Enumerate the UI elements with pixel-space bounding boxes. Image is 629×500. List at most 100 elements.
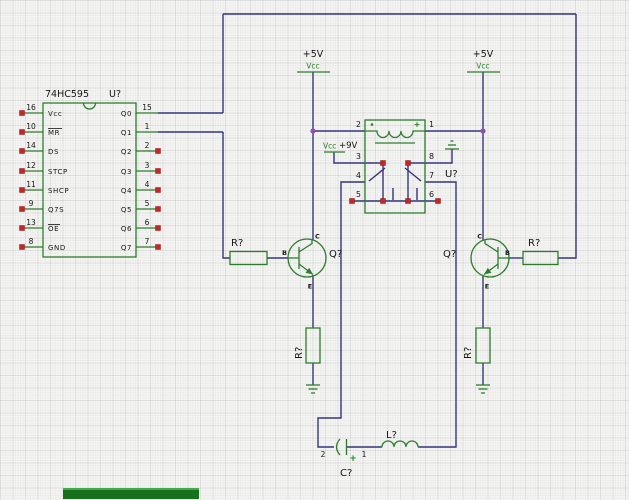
relay-left-pin-numbers: 2 3 4 5	[356, 120, 361, 199]
pin-c-label: C	[315, 233, 320, 241]
pin-e-label: E	[485, 283, 489, 291]
svg-text:Q1: Q1	[121, 129, 132, 137]
svg-text:GND: GND	[48, 244, 66, 252]
pin-b-label: B	[282, 249, 287, 257]
ic-right-pin-stubs	[136, 112, 158, 248]
ic-left-pin-names: Vcc MR DS STCP SHCP Q7S OE GND	[48, 110, 69, 252]
power-flag-9v-relay[interactable]: Vcc +9V	[323, 141, 358, 153]
resistor-emitter-left[interactable]: R?	[294, 327, 321, 364]
svg-text:1: 1	[429, 120, 434, 129]
svg-text:13: 13	[26, 218, 36, 227]
wires[interactable]	[158, 13, 577, 448]
ic-right-pin-numbers: 15 1 2 3 4 5 6 7	[142, 103, 152, 246]
svg-text:Q2: Q2	[121, 148, 132, 156]
svg-text:Q7: Q7	[121, 244, 132, 252]
resistor-emitter-right[interactable]: R?	[463, 327, 491, 364]
svg-text:4: 4	[145, 180, 150, 189]
inductor[interactable]: L?	[381, 430, 419, 448]
junction-dot	[480, 128, 486, 134]
svg-text:DS: DS	[48, 148, 59, 156]
svg-text:3: 3	[356, 152, 361, 161]
resistor-body[interactable]	[475, 327, 491, 364]
ic-left-pin-numbers: 16 10 14 12 11 9 13 8	[26, 103, 36, 246]
wire-relay-arm-right[interactable]	[404, 167, 422, 182]
ground-symbol-relay[interactable]	[445, 140, 459, 150]
net-label: Vcc	[306, 62, 319, 71]
voltage-label: +5V	[473, 49, 494, 60]
svg-text:Q7S: Q7S	[48, 206, 64, 214]
svg-text:16: 16	[26, 103, 36, 112]
svg-text:Q0: Q0	[121, 110, 132, 118]
cap-refdes[interactable]: C?	[340, 468, 352, 479]
relay-right-pin-numbers: 1 8 7 6	[429, 120, 434, 199]
wire-q1-drop[interactable]	[222, 132, 230, 259]
shift-register-ic[interactable]: 74HC595 U? 16 10 14 12 11 9 13 8 Vcc MR …	[24, 89, 158, 258]
svg-text:Q6: Q6	[121, 225, 132, 233]
resistor-refdes[interactable]: R?	[528, 238, 540, 249]
ic-right-pin-names: Q0 Q1 Q2 Q3 Q4 Q5 Q6 Q7	[121, 110, 132, 252]
svg-text:8: 8	[29, 237, 34, 246]
transistor-refdes[interactable]: Q?	[329, 249, 342, 260]
power-flag-5v-left[interactable]: +5V Vcc	[297, 49, 330, 73]
wire-relay-pin3[interactable]	[333, 152, 383, 164]
resistor-base-right[interactable]: R?	[522, 238, 559, 266]
relay-coil	[365, 130, 425, 139]
relay-body[interactable]	[364, 119, 426, 214]
svg-text:10: 10	[26, 122, 36, 131]
relay[interactable]: + U? 2 3 4 5 1 8 7 6	[356, 119, 458, 214]
inductor-refdes[interactable]: L?	[386, 430, 397, 441]
transistor-left[interactable]: B C E Q?	[282, 233, 342, 291]
svg-text:7: 7	[145, 237, 150, 246]
svg-text:2: 2	[356, 120, 361, 129]
resistor-base-left[interactable]: R?	[229, 238, 268, 266]
net-label: Vcc	[323, 142, 336, 151]
wire-relay-pin4-to-cap[interactable]	[317, 181, 365, 448]
relay-refdes[interactable]: U?	[445, 169, 458, 180]
coil-plus-mark: +	[414, 120, 421, 129]
svg-text:Q3: Q3	[121, 168, 132, 176]
svg-text:8: 8	[429, 152, 434, 161]
pin-e-label: E	[308, 283, 312, 291]
power-flag-5v-right[interactable]: +5V Vcc	[467, 49, 500, 73]
svg-text:OE: OE	[48, 225, 59, 233]
window-fragment-bar[interactable]	[63, 488, 199, 499]
resistor-body[interactable]	[522, 250, 559, 266]
cap-plate-curved	[335, 438, 341, 456]
resistor-body[interactable]	[305, 327, 321, 364]
svg-text:Vcc: Vcc	[48, 110, 62, 118]
svg-text:SHCP: SHCP	[48, 187, 69, 195]
inductor-coils[interactable]	[381, 440, 419, 448]
ic-title: 74HC595	[45, 89, 89, 100]
ground-symbol-right[interactable]	[476, 384, 490, 394]
junction-dot	[310, 128, 316, 134]
pin-b-label: B	[505, 249, 510, 257]
resistor-body[interactable]	[229, 250, 268, 266]
svg-text:9: 9	[29, 199, 34, 208]
svg-text:5: 5	[145, 199, 150, 208]
voltage-label: +5V	[303, 49, 324, 60]
wire-right-riser[interactable]	[558, 14, 577, 259]
ic-refdes[interactable]: U?	[109, 89, 121, 100]
emitter-arrow-icon	[484, 267, 492, 275]
coil-dot-mark	[370, 123, 374, 126]
svg-text:14: 14	[26, 141, 36, 150]
svg-text:15: 15	[142, 103, 152, 112]
svg-text:Q4: Q4	[121, 187, 132, 195]
ground-symbol-left[interactable]	[306, 384, 320, 394]
transistor-refdes[interactable]: Q?	[443, 249, 456, 260]
transistor-right[interactable]: B C E Q?	[443, 233, 510, 291]
capacitor[interactable]: 2 1 + C?	[321, 438, 367, 479]
collector-lead	[298, 240, 313, 253]
svg-text:STCP: STCP	[48, 168, 68, 176]
resistor-refdes[interactable]: R?	[231, 238, 243, 249]
wire-relay-pin7-to-ind[interactable]	[418, 181, 457, 448]
ic-body[interactable]	[42, 102, 137, 258]
svg-text:3: 3	[145, 161, 150, 170]
svg-text:6: 6	[145, 218, 150, 227]
resistor-refdes[interactable]: R?	[463, 347, 474, 359]
wire-relay-arm-left[interactable]	[368, 167, 386, 182]
wire-relay-pin8[interactable]	[408, 149, 453, 164]
resistor-refdes[interactable]: R?	[294, 347, 305, 359]
